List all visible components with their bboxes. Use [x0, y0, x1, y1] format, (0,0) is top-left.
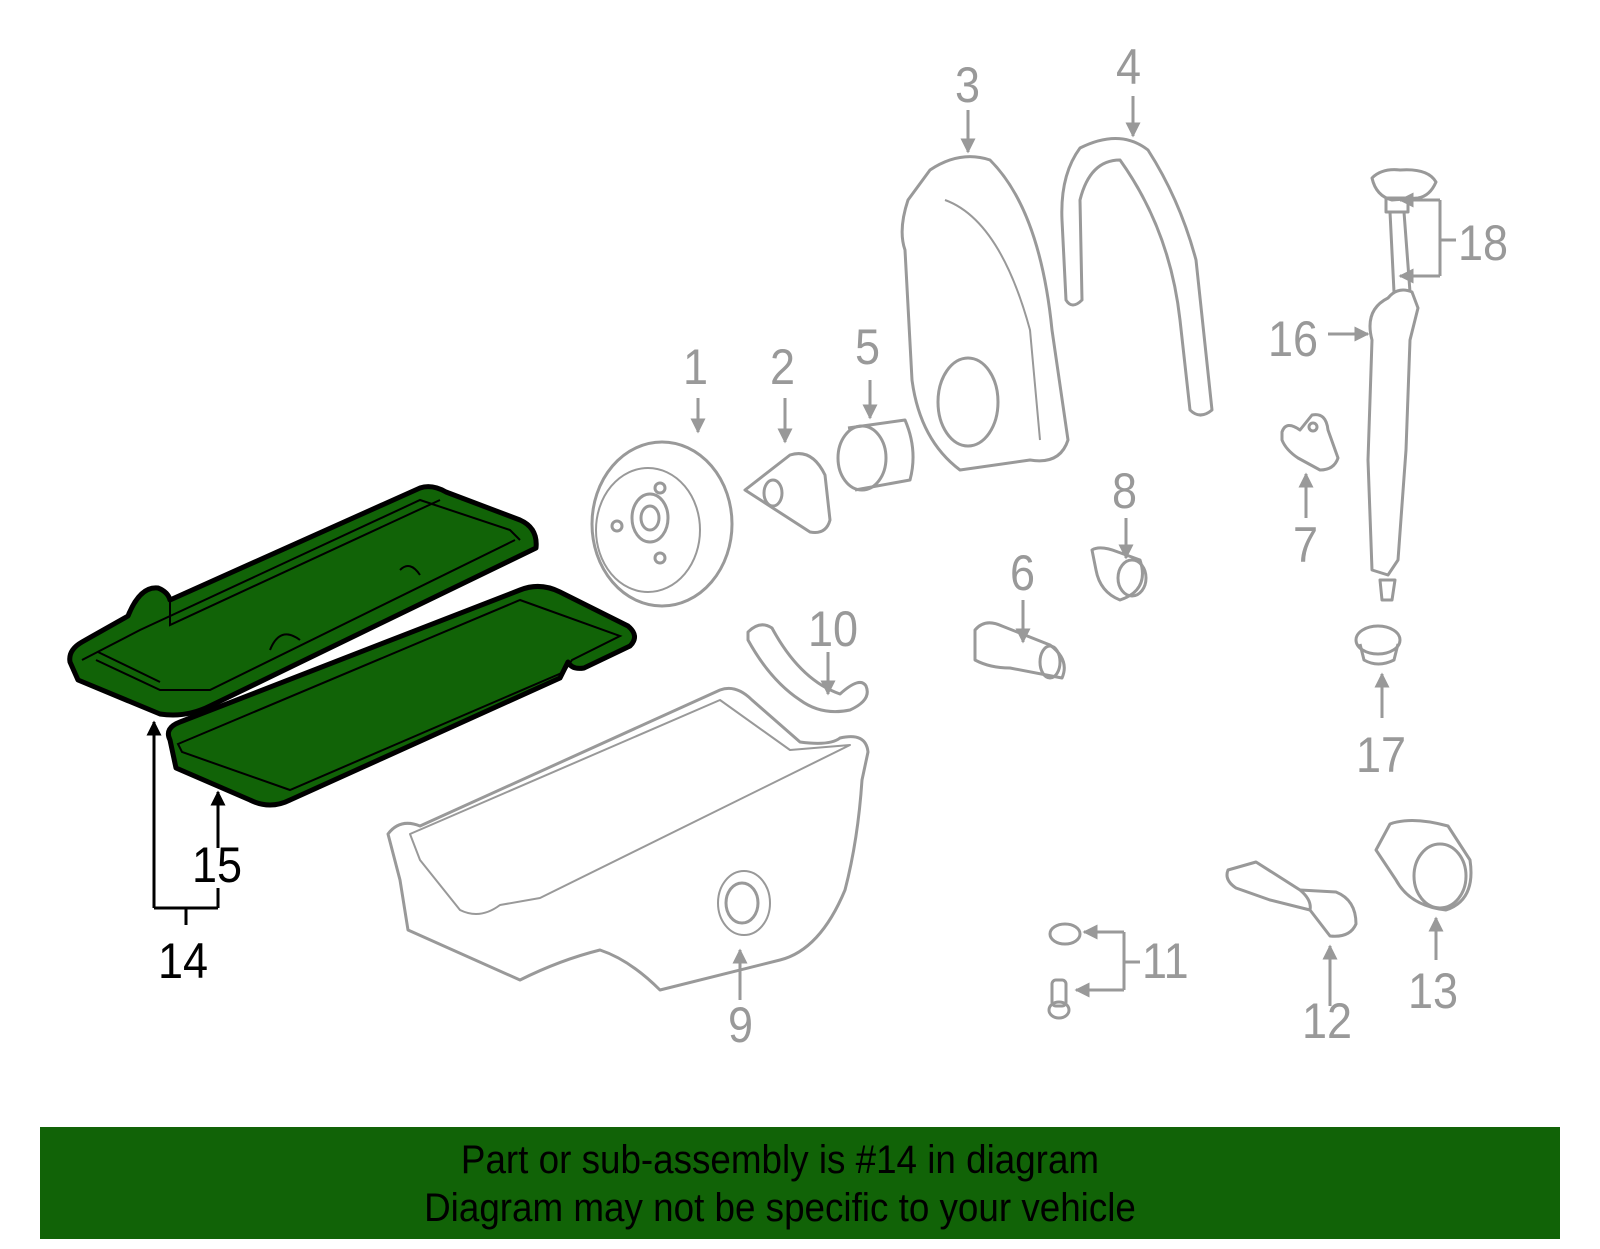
- callout-16: 16: [1268, 311, 1319, 367]
- callout-17: 17: [1356, 727, 1407, 783]
- seal-part-17: [1354, 624, 1402, 666]
- callout-leaders: [690, 96, 1456, 1006]
- banner-line-part-info: Part or sub-assembly is #14 in diagram: [460, 1138, 1100, 1182]
- callout-9: 9: [728, 997, 754, 1053]
- callout-11: 11: [1142, 933, 1189, 989]
- timing-cover-part-3: [900, 155, 1070, 472]
- dipstick-cap-part-18: [1370, 168, 1438, 293]
- oil-pan-part-9: [386, 686, 870, 992]
- callout-1: 1: [683, 339, 709, 395]
- banner-line-disclaimer: Diagram may not be specific to your vehi…: [424, 1186, 1136, 1230]
- parts-diagram: [67, 96, 1473, 1020]
- callout-13: 13: [1408, 963, 1459, 1019]
- callout-7: 7: [1293, 517, 1319, 573]
- callout-5: 5: [855, 319, 881, 375]
- sensor-part-12: [1225, 860, 1358, 938]
- rear-seal-part-10: [746, 623, 869, 714]
- o-ring-part-11: [1048, 922, 1082, 946]
- valve-cover-gasket-part-15[interactable]: [165, 584, 637, 808]
- gray-parts: [386, 137, 1473, 1020]
- callout-3: 3: [955, 57, 981, 113]
- oil-filter-part-13: [1374, 819, 1473, 912]
- callout-8: 8: [1112, 463, 1138, 519]
- callout-leaders-14-15: [146, 720, 226, 925]
- callout-15: 15: [192, 837, 243, 893]
- bolt-part-11: [1047, 978, 1071, 1020]
- bushing-part-5: [836, 418, 915, 492]
- callout-10: 10: [808, 601, 859, 657]
- callout-6: 6: [1010, 545, 1036, 601]
- sensor-part-7: [1280, 413, 1340, 472]
- callout-2: 2: [770, 339, 796, 395]
- info-banner: Part or sub-assembly is #14 in diagram D…: [40, 1127, 1560, 1239]
- plug-part-8: [1090, 546, 1148, 602]
- timing-gasket-part-4: [1060, 137, 1214, 417]
- valve-cover-part-14[interactable]: [67, 484, 539, 718]
- key-part-2: [743, 452, 832, 534]
- sensor-part-6: [973, 621, 1066, 680]
- callout-12: 12: [1302, 993, 1353, 1049]
- callout-4: 4: [1116, 39, 1142, 95]
- callout-18: 18: [1458, 215, 1509, 271]
- dipstick-tube-part-16: [1366, 288, 1420, 577]
- callout-14: 14: [158, 933, 209, 989]
- pulley-part-1: [590, 440, 734, 608]
